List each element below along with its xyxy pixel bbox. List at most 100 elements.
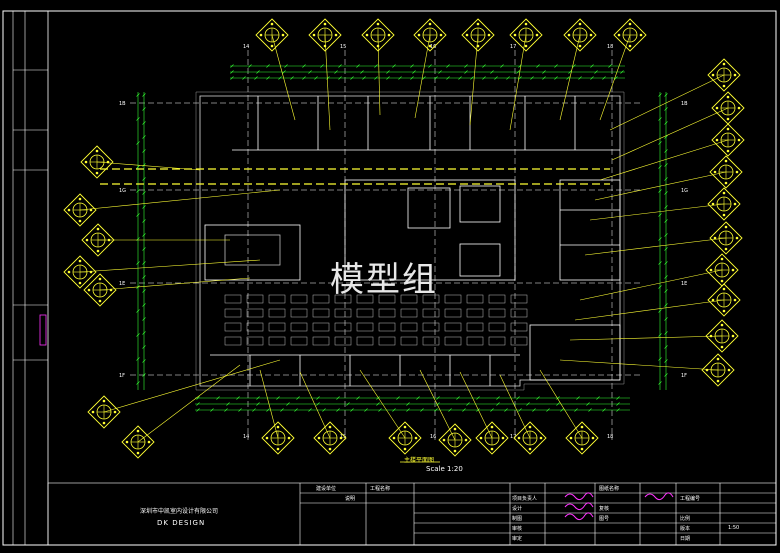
callout-leader-line (324, 34, 331, 131)
label-notes: 说明 (345, 496, 356, 502)
dimension-tick (436, 396, 440, 400)
dimension-tick (378, 408, 382, 412)
svg-text:1E: 1E (681, 281, 687, 287)
dimension-tick (438, 70, 442, 74)
dimension-tick (658, 93, 662, 97)
dimension-tick (664, 121, 668, 125)
label-project-name: 工程名称 (370, 486, 391, 492)
dimension-tick (196, 402, 200, 406)
dimension-tick (142, 373, 146, 377)
svg-text:17: 17 (510, 44, 516, 50)
callout-leader-line (377, 34, 381, 116)
dimension-tick (482, 64, 486, 68)
dimension-tick (334, 70, 338, 74)
dimension-tick (428, 64, 432, 68)
workstation-desk (488, 336, 506, 346)
workstation-desk (510, 294, 528, 304)
dimension-tick (588, 408, 592, 412)
callout-leader-line (359, 369, 406, 439)
dimension-tick (136, 333, 140, 337)
dimension-tick (136, 309, 140, 313)
elevation-callout-symbol (707, 283, 741, 317)
dimension-tick (302, 76, 306, 80)
svg-text:18: 18 (607, 44, 613, 50)
workstation-desk (422, 336, 440, 346)
dimension-tick (664, 177, 668, 181)
dimension-tick (226, 402, 230, 406)
dimension-tick (490, 408, 494, 412)
elevation-callout-symbol (438, 423, 472, 457)
dimension-tick (142, 163, 146, 167)
dimension-tick (658, 117, 662, 121)
dimension-tick (142, 177, 146, 181)
elevation-callout-symbol (81, 223, 115, 257)
callout-leader-line (459, 371, 493, 439)
dimension-tick (224, 408, 228, 412)
dimension-tick (602, 408, 606, 412)
dimension-tick (386, 76, 390, 80)
elevation-callout-symbol (707, 187, 741, 221)
dimension-tick (542, 76, 546, 80)
dimension-tick (556, 402, 560, 406)
dimension-tick (658, 141, 662, 145)
workstation-desk (378, 336, 396, 346)
dimension-tick (406, 402, 410, 406)
svg-text:14: 14 (243, 44, 249, 50)
elevation-callout-symbol (613, 18, 647, 52)
dimension-tick (464, 64, 468, 68)
dimension-tick (446, 64, 450, 68)
workstation-grid (224, 294, 528, 346)
elevation-callout-symbol (565, 421, 599, 455)
dimension-tick (470, 76, 474, 80)
dimension-tick (658, 333, 662, 337)
dimension-tick (374, 64, 378, 68)
dimension-tick (142, 261, 146, 265)
callout-leader-line (609, 74, 725, 131)
svg-text:14: 14 (243, 434, 249, 440)
dimension-tick (290, 76, 294, 80)
dimension-tick (516, 70, 520, 74)
dimension-tick (142, 149, 146, 153)
dimension-tick (398, 76, 402, 80)
dimension-tick (210, 408, 214, 412)
dimension-tick (142, 205, 146, 209)
dimension-tick (536, 64, 540, 68)
dimension-tick (376, 402, 380, 406)
dimension-tick (142, 289, 146, 293)
dimension-tick (280, 408, 284, 412)
workstation-desk (356, 322, 374, 332)
dimension-tick (590, 64, 594, 68)
workstation-desk (334, 322, 352, 332)
label-approve: 审定 (512, 536, 523, 542)
callout-leader-line (299, 371, 331, 439)
dimension-tick (356, 64, 360, 68)
dimension-tick (658, 309, 662, 313)
svg-text:1E: 1E (119, 281, 125, 287)
dimension-tick (136, 165, 140, 169)
dimension-tick (518, 408, 522, 412)
dimension-tick (396, 396, 400, 400)
dimension-tick (326, 76, 330, 80)
dimension-tick (136, 117, 140, 121)
dimension-tick (448, 408, 452, 412)
dimension-tick (614, 76, 618, 80)
workstation-desk (224, 308, 242, 318)
dimension-tick (136, 189, 140, 193)
dimension-tick (296, 396, 300, 400)
callout-leader-line (79, 259, 261, 273)
elevation-callout-symbol (461, 18, 495, 52)
dimension-tick (490, 70, 494, 74)
elevation-callout-symbol (388, 421, 422, 455)
dimension-tick (596, 396, 600, 400)
dimension-tick (238, 408, 242, 412)
workstation-desk (312, 308, 330, 318)
dimension-tick (658, 261, 662, 265)
callout-leader-line (594, 171, 727, 201)
workstation-desk (444, 336, 462, 346)
dimension-tick (664, 373, 668, 377)
dimension-ticks (136, 64, 668, 412)
workstation-desk (224, 336, 242, 346)
dimension-tick (142, 331, 146, 335)
dimension-tick (278, 76, 282, 80)
dimension-tick (476, 396, 480, 400)
